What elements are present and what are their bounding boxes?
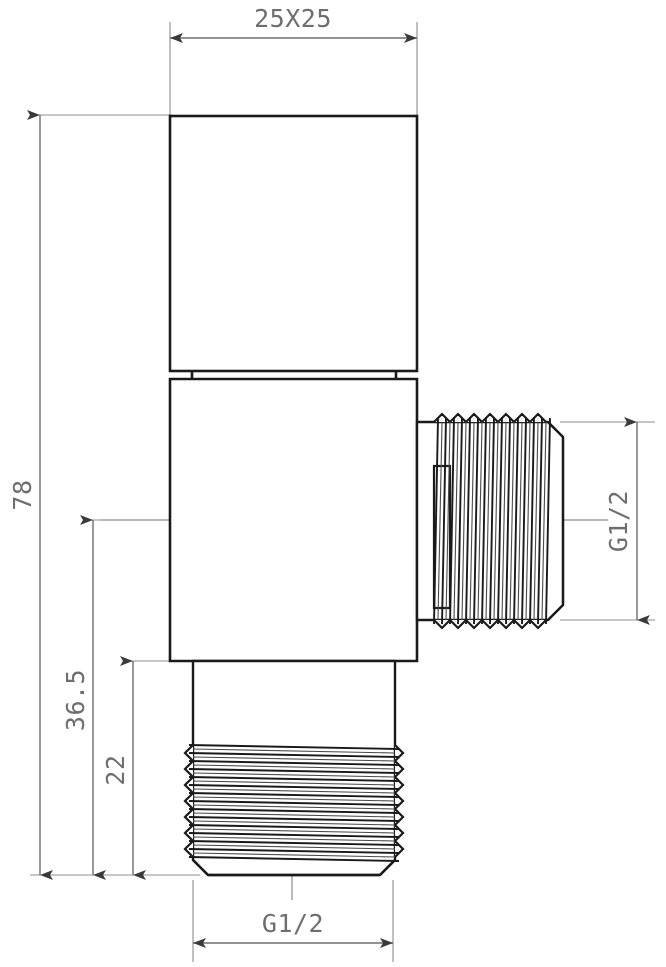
- side-thread: [415, 412, 565, 630]
- dimension-text-thread-length: 22: [101, 754, 130, 785]
- body-joint-ticks: [190, 371, 398, 379]
- dimension-text-side-thread-size: G1/2: [604, 490, 633, 552]
- dimension-lines: [27, 33, 650, 948]
- side-thread-minor-lines: [437, 421, 547, 621]
- upper-square-body: [168, 114, 419, 373]
- dimension-text-bottom-thread-size: G1/2: [262, 909, 324, 938]
- bottom-thread-minor-lines: [192, 748, 396, 858]
- dimension-text-lower-height: 36.5: [61, 669, 90, 731]
- bottom-thread: [183, 659, 405, 877]
- bottom-thread-crest-right: [393, 744, 405, 858]
- upper-body-outline: [168, 114, 419, 373]
- lower-square-body: [168, 377, 419, 663]
- bottom-thread-chamfer: [192, 859, 396, 877]
- side-thread-chamfer: [547, 421, 565, 621]
- bottom-thread-profile-lines: [188, 744, 400, 862]
- side-thread-profile-lines: [433, 417, 551, 625]
- dimension-text-overall-height: 78: [8, 479, 37, 510]
- lower-body-outline: [168, 377, 419, 663]
- dimension-text-top-width: 25X25: [254, 4, 332, 33]
- side-thread-crest-top: [433, 412, 547, 424]
